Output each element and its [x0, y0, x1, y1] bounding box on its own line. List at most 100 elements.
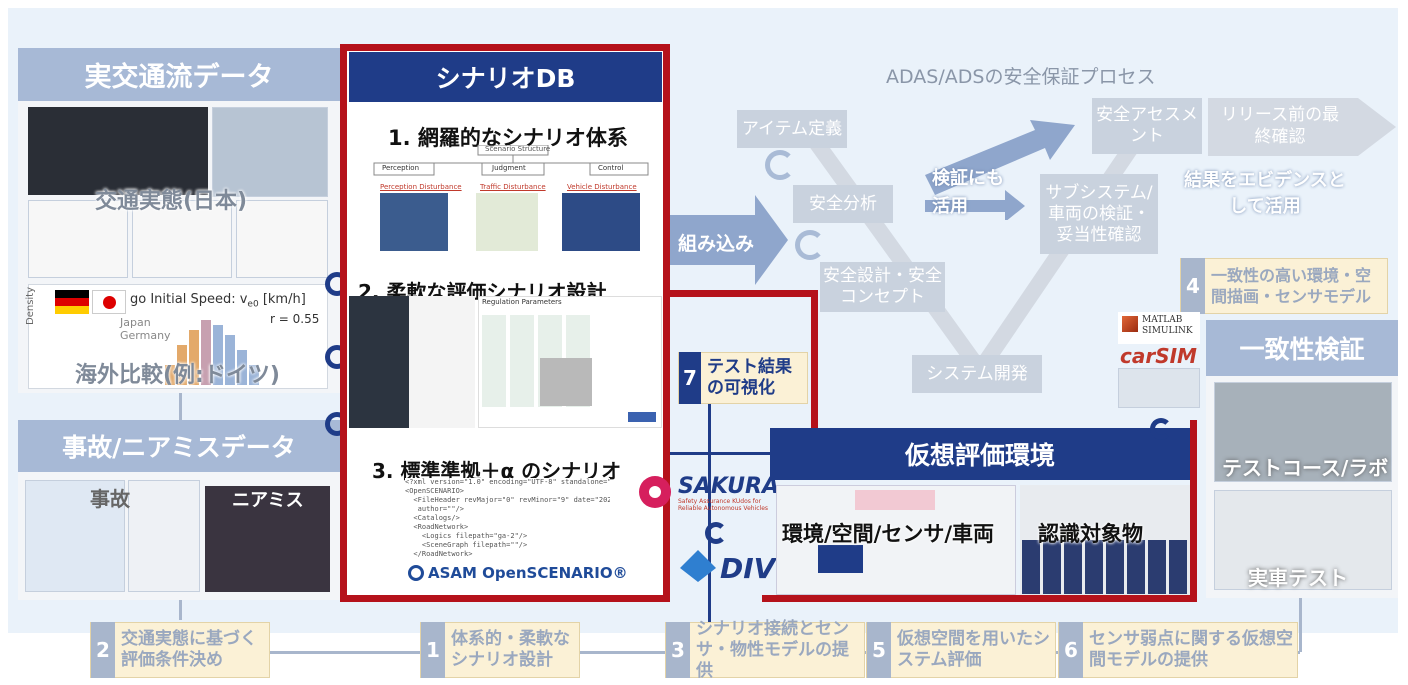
- verify-use-label: 検証にも活用: [932, 168, 1004, 217]
- near-miss-thumb: [205, 486, 330, 592]
- r-value: r = 0.55: [270, 312, 320, 326]
- matlab-text: MATLAB: [1142, 315, 1183, 325]
- histogram-svg: [165, 320, 259, 385]
- histogram-bars: [165, 315, 275, 385]
- scenario-item1: 1. 網羅的なシナリオ体系: [388, 126, 628, 150]
- bottom-item-1-num: 1: [421, 622, 445, 678]
- bottom-item-6-label: センサ弱点に関する仮想空間モデルの提供: [1089, 629, 1293, 670]
- legend-germany: Germany: [120, 329, 171, 342]
- process-item-def: アイテム定義: [737, 110, 847, 148]
- link-icon-1: [325, 272, 349, 296]
- traffic-japan-label: 交通実態(日本): [95, 189, 248, 214]
- bottom-item-5-label: 仮想空間を用いたシステム評価: [897, 629, 1050, 670]
- vertical-connector-mid: [708, 375, 711, 655]
- vertical-connector-left2: [179, 598, 182, 620]
- sakura-divp-link-icon: [705, 522, 727, 544]
- real-traffic-title: 実交通流データ: [18, 48, 340, 101]
- embed-arrow-svg: [670, 195, 788, 285]
- bottom-item-1: 1 体系的・柔軟なシナリオ設計: [420, 622, 580, 678]
- test-viz-label: テスト結果の可視化: [707, 357, 792, 398]
- link-icon-2: [325, 345, 349, 369]
- editor-apply-button[interactable]: [628, 412, 656, 422]
- simulator-link-icon: [1150, 418, 1172, 440]
- divp-logo-icon: [678, 548, 718, 584]
- scenario-editor-list: [409, 296, 475, 428]
- virtual-objects-label: 認識対象物: [1038, 522, 1143, 546]
- item4-box: 4 一致性の高い環境・空間描画・センサモデル: [1180, 258, 1388, 314]
- embed-label: 組み込み: [678, 233, 755, 255]
- near-miss-label: ニアミス: [232, 490, 304, 511]
- embed-arrow: [670, 195, 788, 285]
- evidence-label: 結果をエビデンスとして活用: [1184, 170, 1346, 217]
- bottom-item-3-label: シナリオ接続とセンサ・物性モデルの提供: [696, 618, 849, 681]
- real-vehicle-photo: [1214, 490, 1392, 590]
- code-panel: <?xml version="1.0" encoding="UTF-8" sta…: [405, 478, 610, 558]
- bottom-item-3-num: 3: [666, 622, 690, 678]
- germany-flag: [55, 290, 89, 314]
- accident-table-thumb: [128, 480, 200, 592]
- process-system-dev: システム開発: [912, 355, 1042, 393]
- bottom-item-5: 5 仮想空間を用いたシステム評価: [866, 622, 1056, 678]
- test-course-photo: [1214, 382, 1392, 482]
- process-subsystem: サブシステム/車両の検証・妥当性確認: [1040, 174, 1158, 254]
- bottom-item-2-label: 交通実態に基づく評価条件決め: [121, 629, 257, 670]
- matlab-icon: [1122, 316, 1138, 332]
- bottom-item-3: 3 シナリオ接続とセンサ・物性モデルの提供: [665, 619, 865, 681]
- editor-grey-block: [540, 358, 592, 406]
- matlab-logo: MATLAB SIMULINK: [1118, 312, 1200, 344]
- sakura-label: SAKURA: [678, 474, 779, 499]
- cycle-icon-2: [795, 230, 825, 260]
- real-test-label: 実車テスト: [1248, 566, 1348, 590]
- horizontal-connector-mid: [665, 452, 775, 455]
- test-viz-num: 7: [679, 352, 701, 404]
- simulator-thumb: [1118, 368, 1200, 408]
- scenario-db-title: シナリオDB: [349, 52, 662, 102]
- chart-title: go Initial Speed: ve0 [km/h]: [130, 292, 306, 310]
- consistency-title: 一致性検証: [1206, 320, 1398, 376]
- vertical-connector-right: [1299, 596, 1302, 652]
- legend-japan: Japan: [120, 316, 151, 329]
- openscenario-code: <?xml version="1.0" encoding="UTF-8" sta…: [405, 478, 610, 558]
- bottom-item-2-num: 2: [91, 622, 115, 678]
- carsim-logo: carSIM: [1120, 344, 1197, 368]
- bottom-item-6-num: 6: [1059, 622, 1083, 678]
- traffic-video-thumb: [28, 107, 208, 195]
- tree-root-label: Scenario Structure: [485, 145, 551, 153]
- process-safety-assess: 安全アセスメント: [1092, 98, 1202, 154]
- virtual-frame: [762, 420, 1197, 602]
- tree-judgment: Judgment: [492, 164, 526, 172]
- vertical-connector-left: [179, 392, 182, 422]
- dist-traffic: Traffic Disturbance: [480, 183, 546, 191]
- scenario-tree: [370, 144, 652, 253]
- bottom-item-5-num: 5: [867, 622, 891, 678]
- dist-perception: Perception Disturbance: [380, 183, 462, 191]
- virtual-diagram-pink-box: [855, 490, 935, 510]
- process-safety-analysis: 安全分析: [793, 185, 893, 223]
- accident-report-thumb: [25, 480, 125, 592]
- tree-control: Control: [598, 164, 624, 172]
- traffic-photo-thumb: [212, 107, 328, 197]
- scenario-db-frame-extension: [663, 290, 818, 440]
- virtual-diagram-blue-box: [818, 545, 863, 573]
- link-icon-3: [325, 412, 349, 436]
- density-axis-label: Density: [25, 286, 36, 325]
- sakura-flower-svg: [639, 476, 671, 508]
- tree-perception: Perception: [382, 164, 420, 172]
- item4-label: 一致性の高い環境・空間描画・センサモデル: [1211, 266, 1372, 306]
- test-viz-box: 7 テスト結果の可視化: [678, 352, 808, 404]
- sakura-sub: Safety Assurance KUdos for Reliable Auto…: [678, 498, 769, 512]
- histogram-thumb: [236, 200, 328, 278]
- bottom-item-6: 6 センサ弱点に関する仮想空間モデルの提供: [1058, 622, 1298, 678]
- curve-plot-thumb: [132, 200, 232, 278]
- reg-params-label: Regulation Parameters: [482, 298, 562, 306]
- virtual-env-label: 環境/空間/センサ/車両: [782, 522, 995, 546]
- asam-label: ASAM OpenSCENARIO®: [428, 564, 628, 582]
- cycle-icon-1: [765, 150, 795, 180]
- process-safety-design: 安全設計・安全コンセプト: [820, 262, 945, 312]
- scenario-tree-svg: [373, 144, 649, 251]
- bottom-item-1-label: 体系的・柔軟なシナリオ設計: [451, 629, 570, 670]
- verify-arrow-svg: [925, 120, 1075, 222]
- process-title: ADAS/ADSの安全保証プロセス: [886, 66, 1156, 88]
- accident-label: 事故: [90, 487, 130, 511]
- overseas-label: 海外比較(例:ドイツ): [75, 363, 280, 388]
